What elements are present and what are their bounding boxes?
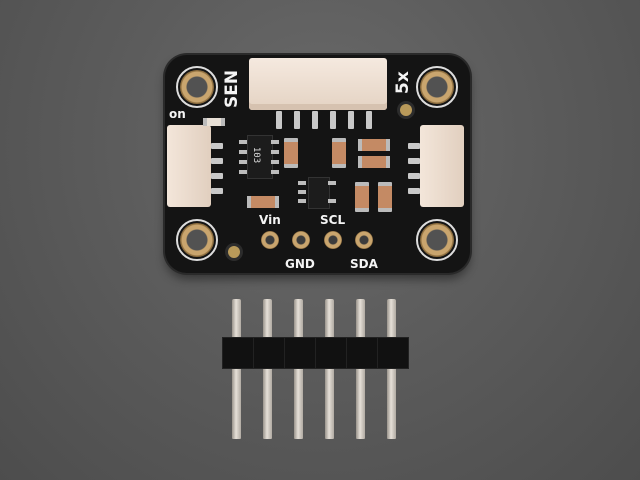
connector-pin (408, 158, 420, 164)
header-pin (294, 299, 303, 439)
capacitor (332, 138, 346, 168)
silk-5x-label: 5x (393, 71, 413, 94)
chip-lead (239, 150, 247, 154)
header-pin (325, 299, 334, 439)
chip-lead (239, 160, 247, 164)
chip-lead (298, 181, 306, 185)
pad-scl (324, 231, 342, 249)
fiducial-top-right (400, 104, 412, 116)
led (203, 118, 225, 126)
header-plastic-block (222, 337, 254, 369)
voltage-regulator-chip (308, 177, 330, 209)
connector-pin (294, 111, 300, 129)
connector-pin (211, 158, 223, 164)
connector-pin (211, 173, 223, 179)
header-plastic-block (377, 337, 409, 369)
resistor-network-chip (247, 135, 273, 179)
connector-pin (211, 188, 223, 194)
pad-gnd (292, 231, 310, 249)
header-pin (387, 299, 396, 439)
pad-sda (355, 231, 373, 249)
connector-pin (330, 111, 336, 129)
mounting-hole-bottom-right (416, 219, 458, 261)
resistor-code-label: 103 (251, 146, 262, 164)
top-jst-connector (249, 58, 387, 110)
mounting-hole-top-right (416, 66, 458, 108)
silk-scl-label: SCL (320, 213, 346, 227)
header-plastic-block (346, 337, 378, 369)
mounting-hole-bottom-left (176, 219, 218, 261)
connector-pin (366, 111, 372, 129)
capacitor (284, 138, 298, 168)
silk-sen-label: SEN (222, 69, 242, 108)
header-pin (356, 299, 365, 439)
chip-lead (271, 150, 279, 154)
right-jst-connector (420, 125, 464, 207)
pad-vin (261, 231, 279, 249)
chip-lead (271, 170, 279, 174)
connector-pin (312, 111, 318, 129)
capacitor (355, 182, 369, 212)
connector-pin (348, 111, 354, 129)
capacitor (358, 139, 390, 151)
mounting-hole-top-left (176, 66, 218, 108)
silk-vin-label: Vin (259, 213, 281, 227)
silk-sda-label: SDA (350, 257, 378, 271)
header-plastic-block (284, 337, 316, 369)
chip-lead (328, 199, 336, 203)
connector-pin (276, 111, 282, 129)
connector-pin (211, 143, 223, 149)
capacitor (247, 196, 279, 208)
chip-lead (271, 140, 279, 144)
capacitor (378, 182, 392, 212)
male-header-strip (222, 299, 412, 439)
chip-lead (328, 181, 336, 185)
header-plastic-block (315, 337, 347, 369)
connector-pin (408, 143, 420, 149)
fiducial-bottom-left (228, 246, 240, 258)
silk-on-label: on (169, 107, 186, 121)
left-jst-connector (167, 125, 211, 207)
chip-lead (239, 170, 247, 174)
connector-pin (408, 188, 420, 194)
chip-lead (298, 199, 306, 203)
capacitor (358, 156, 390, 168)
connector-pin (408, 173, 420, 179)
header-pin (263, 299, 272, 439)
chip-lead (239, 140, 247, 144)
chip-lead (271, 160, 279, 164)
header-pin (232, 299, 241, 439)
header-plastic-block (253, 337, 285, 369)
chip-lead (298, 190, 306, 194)
silk-gnd-label: GND (285, 257, 315, 271)
